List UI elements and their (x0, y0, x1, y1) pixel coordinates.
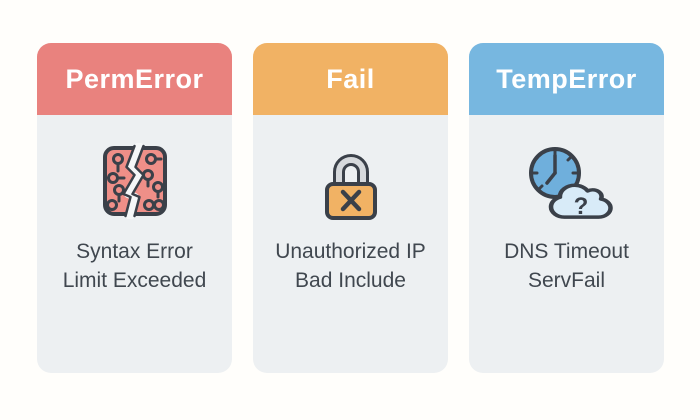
card-temperror-header: TempError (469, 43, 664, 115)
card-temperror-title: TempError (496, 63, 637, 94)
card-fail-caption: Unauthorized IP Bad Include (275, 237, 426, 295)
clock-cloud-icon: ? (521, 142, 613, 220)
card-fail-header: Fail (253, 43, 448, 115)
caption-line: Syntax Error (76, 240, 193, 263)
caption-line: Bad Include (295, 269, 406, 292)
card-fail-body: Unauthorized IP Bad Include (253, 115, 448, 295)
lock-x-icon (311, 142, 391, 220)
card-permerror-header: PermError (37, 43, 232, 115)
card-permerror-title: PermError (65, 63, 204, 94)
caption-line: Limit Exceeded (62, 269, 207, 292)
card-permerror: PermError (37, 43, 232, 373)
card-permerror-body: Syntax Error Limit Exceeded (37, 115, 232, 295)
card-temperror-caption: DNS Timeout ServFail (504, 237, 629, 295)
svg-text:?: ? (573, 193, 588, 220)
caption-line: Unauthorized IP (275, 240, 426, 263)
broken-circuit-icon (101, 142, 169, 220)
card-temperror-body: ? DNS Timeout ServFail (469, 115, 664, 295)
card-permerror-caption: Syntax Error Limit Exceeded (63, 237, 207, 295)
card-temperror: TempError (469, 43, 664, 373)
caption-line: ServFail (527, 269, 606, 292)
card-fail: Fail Unauthorized IP Bad Include (253, 43, 448, 373)
caption-line: DNS Timeout (504, 240, 629, 263)
card-fail-title: Fail (326, 63, 375, 94)
